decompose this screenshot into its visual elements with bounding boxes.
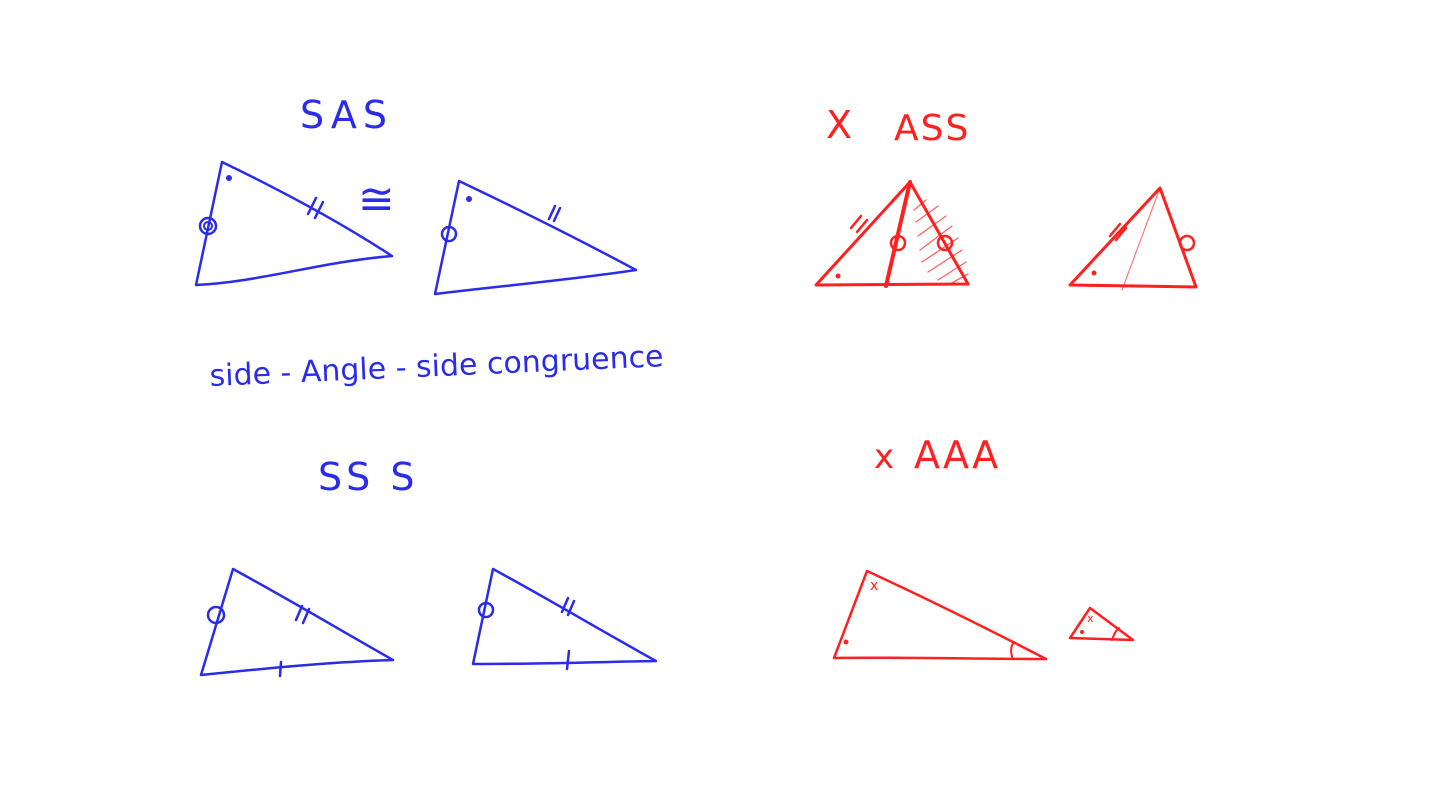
ass-hatching	[913, 199, 969, 285]
sas-angle-mark-2	[440, 225, 458, 243]
ass-triangle-pair-1	[814, 180, 970, 288]
sss-side-tick-2	[278, 660, 283, 678]
ass-label: ASS	[894, 108, 970, 149]
sss-label: SS S	[318, 455, 418, 499]
aaa-triangle-large: x	[832, 569, 1048, 661]
ass-angle-mark-2	[936, 234, 954, 252]
ass-side-tick-1	[849, 214, 869, 234]
ass-cross: X	[826, 103, 852, 147]
aaa-angle-arc	[1010, 641, 1015, 660]
sas-side-tick-1	[306, 196, 325, 220]
aaa-label: AAA	[914, 433, 1000, 477]
congruent-symbol: ≅	[358, 174, 395, 225]
sas-triangle-1	[194, 160, 394, 287]
sss-group: SS S	[199, 455, 658, 678]
ass-shared-side	[884, 180, 912, 288]
ass-angle-mark-3	[1178, 234, 1196, 252]
sas-vertex-dot-2	[466, 196, 472, 202]
svg-text:x: x	[1087, 612, 1094, 625]
svg-text:x: x	[870, 578, 878, 594]
sss-triangle-2	[471, 567, 658, 671]
sas-vertex-dot-1	[226, 175, 232, 181]
ass-side-tick-2	[1108, 222, 1128, 242]
sss-side-tick-4	[565, 649, 571, 671]
ass-angle-mark-1	[889, 234, 907, 252]
sas-side-tick-2	[547, 204, 562, 223]
aaa-triangle-small: x	[1068, 606, 1135, 642]
sas-label: SAS	[300, 93, 393, 137]
aaa-group: x AAA x x	[832, 433, 1135, 661]
sss-side-mark-2	[477, 601, 495, 619]
sss-side-tick-3	[560, 596, 576, 617]
sas-triangle-2	[433, 179, 638, 296]
ass-triangle-2	[1068, 186, 1198, 291]
ass-group: X ASS	[814, 103, 1198, 291]
sss-triangle-1	[199, 567, 395, 678]
sss-side-mark-1	[206, 605, 226, 625]
aaa-cross: x	[874, 437, 894, 477]
sas-caption: side - Angle - side congruence	[209, 339, 664, 394]
sas-angle-mark-1	[198, 216, 218, 236]
sss-side-tick-1	[294, 604, 311, 625]
sas-group: SAS ≅ side - Angle - side congruence	[194, 93, 664, 394]
